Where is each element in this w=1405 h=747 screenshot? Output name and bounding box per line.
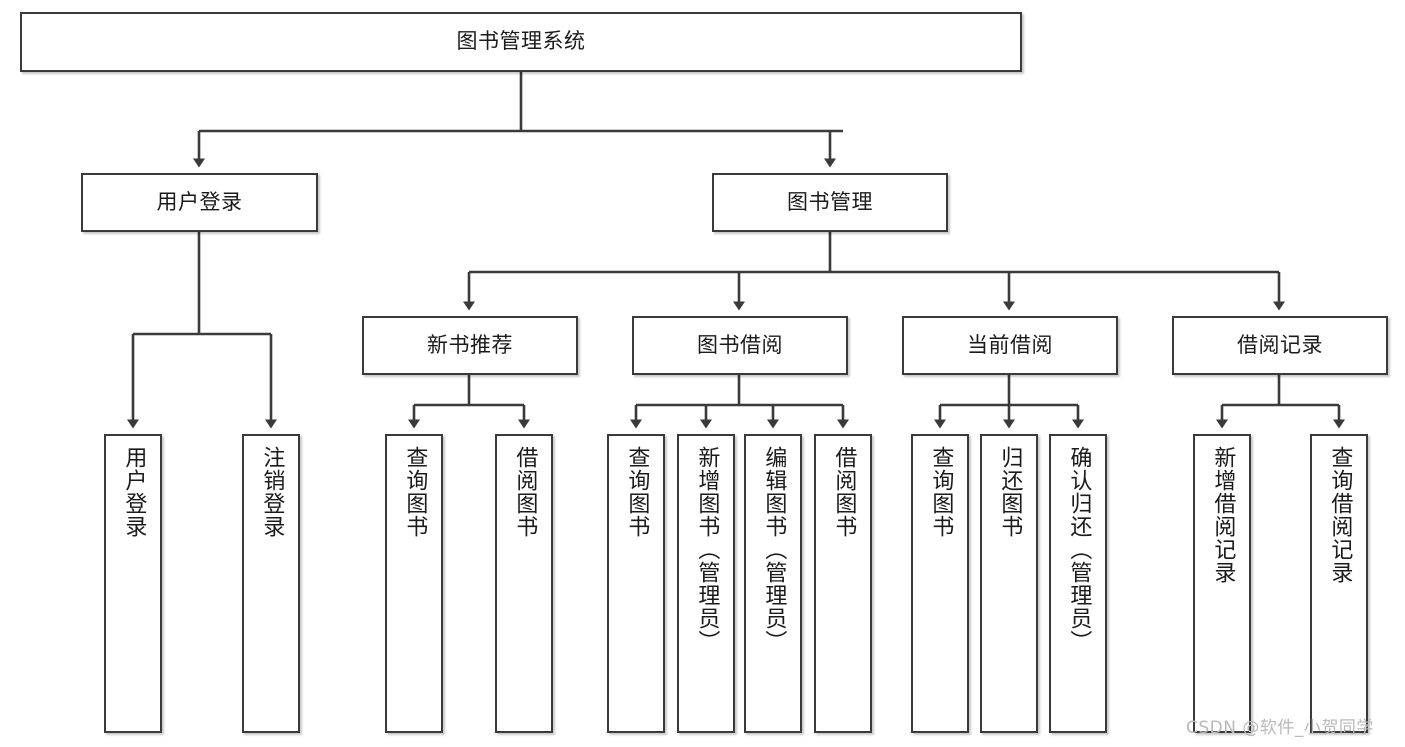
node-label: 查询借阅记录 <box>1327 446 1353 584</box>
node-label: 查询图书 <box>402 446 428 538</box>
node-root-book-management-system[interactable]: 图书管理系统 <box>20 12 1022 72</box>
leaf-user-login[interactable]: 用户登录 <box>104 434 162 733</box>
leaf-nb-query-book[interactable]: 查询图书 <box>385 434 443 733</box>
node-label: 用户登录 <box>121 446 147 538</box>
node-new-book-recommend[interactable]: 新书推荐 <box>362 316 578 375</box>
node-label: 查询图书 <box>624 446 650 538</box>
node-label: 新书推荐 <box>427 332 513 357</box>
node-book-borrow[interactable]: 图书借阅 <box>632 316 848 375</box>
leaf-br-query-record[interactable]: 查询借阅记录 <box>1310 434 1368 733</box>
node-label: 借阅图书 <box>831 446 857 538</box>
leaf-bb-borrow-book[interactable]: 借阅图书 <box>814 434 872 733</box>
leaf-nb-borrow-book[interactable]: 借阅图书 <box>495 434 553 733</box>
node-label: 图书借阅 <box>697 332 783 357</box>
node-label: 注销登录 <box>259 446 285 538</box>
node-current-borrow[interactable]: 当前借阅 <box>902 316 1118 375</box>
node-label: 新增借阅记录 <box>1210 446 1236 584</box>
node-label: 图书管理系统 <box>456 29 586 54</box>
node-label: 用户登录 <box>156 189 243 214</box>
node-label: 当前借阅 <box>967 332 1053 357</box>
node-borrow-record[interactable]: 借阅记录 <box>1172 316 1388 375</box>
leaf-cb-confirm-return-admin[interactable]: 确认归还（管理员） <box>1049 434 1107 733</box>
node-label: 确认归还（管理员） <box>1066 446 1092 653</box>
leaf-cb-return-book[interactable]: 归还图书 <box>980 434 1038 733</box>
leaf-bb-query-book[interactable]: 查询图书 <box>607 434 665 733</box>
csdn-watermark: CSDN @软件_小贺同学 <box>1186 718 1374 738</box>
node-label: 借阅记录 <box>1237 332 1323 357</box>
leaf-br-add-record[interactable]: 新增借阅记录 <box>1193 434 1251 733</box>
leaf-user-logout[interactable]: 注销登录 <box>242 434 300 733</box>
node-label: 借阅图书 <box>512 446 538 538</box>
leaf-bb-add-book-admin[interactable]: 新增图书（管理员） <box>677 434 735 733</box>
leaf-bb-edit-book-admin[interactable]: 编辑图书（管理员） <box>744 434 802 733</box>
node-label: 查询图书 <box>928 446 954 538</box>
node-user-login[interactable]: 用户登录 <box>81 173 318 232</box>
leaf-cb-query-book[interactable]: 查询图书 <box>911 434 969 733</box>
node-book-management[interactable]: 图书管理 <box>712 173 948 232</box>
node-label: 图书管理 <box>787 189 873 214</box>
node-label: 新增图书（管理员） <box>694 446 720 653</box>
node-label: 归还图书 <box>997 446 1023 538</box>
node-label: 编辑图书（管理员） <box>761 446 787 653</box>
